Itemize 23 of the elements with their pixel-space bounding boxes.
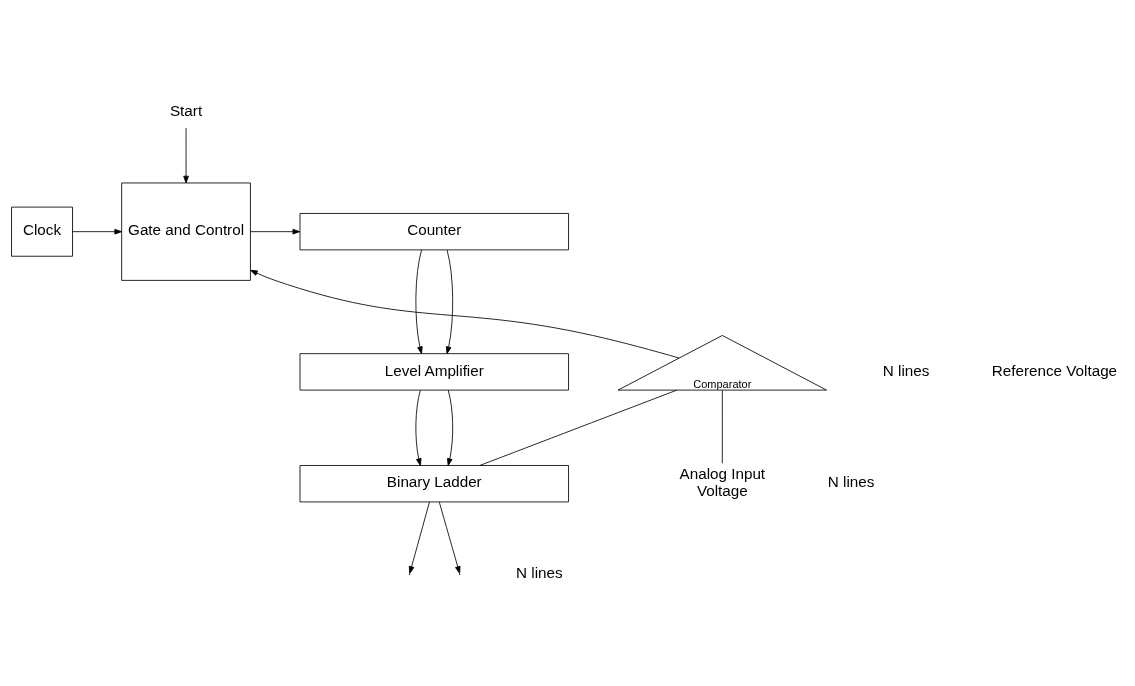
arrow bbox=[250, 269, 680, 358]
node-box: Clock bbox=[11, 206, 73, 257]
connector bbox=[479, 389, 678, 466]
label: N lines bbox=[827, 472, 875, 490]
node-box: Gate and Control bbox=[121, 182, 251, 281]
arrow bbox=[445, 249, 454, 354]
arrow bbox=[415, 249, 423, 354]
arrow bbox=[408, 501, 430, 574]
node-text: Analog Input Voltage bbox=[679, 464, 766, 499]
node-box: Binary Ladder bbox=[299, 464, 569, 502]
arrow bbox=[447, 389, 454, 466]
arrow bbox=[183, 127, 189, 183]
label: Reference Voltage bbox=[991, 361, 1118, 379]
label: N lines bbox=[882, 361, 930, 379]
arrow bbox=[72, 228, 123, 234]
label: N lines bbox=[516, 563, 563, 581]
connector bbox=[721, 389, 723, 464]
arrow bbox=[438, 501, 461, 574]
node-box: Level Amplifier bbox=[299, 352, 569, 391]
arrow bbox=[250, 228, 301, 234]
node-text: Start bbox=[169, 101, 203, 119]
arrow bbox=[415, 389, 422, 466]
node-box: Counter bbox=[299, 212, 569, 250]
